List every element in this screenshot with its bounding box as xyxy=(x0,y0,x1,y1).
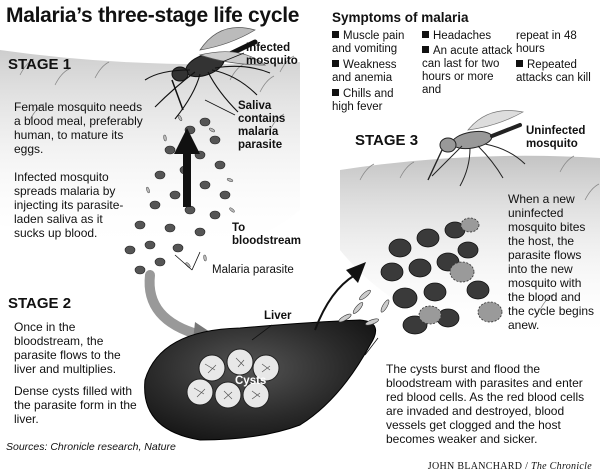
stage3-red-blood-cells xyxy=(380,221,490,335)
stage1-text-spread: Infected mosquito spreads malaria by inj… xyxy=(14,170,124,240)
stage2-text-cysts: Dense cysts filled with the parasite for… xyxy=(14,384,137,426)
malaria-parasite-label: Malaria parasite xyxy=(212,264,294,276)
symptoms-heading: Symptoms of malaria xyxy=(332,10,469,25)
leader-lines xyxy=(174,52,379,356)
symptom-item: Muscle pain and vomiting xyxy=(332,30,405,55)
flow-arrow-to-liver xyxy=(144,270,205,340)
bullet-icon xyxy=(516,60,523,67)
stage3-skin-hairs xyxy=(359,155,600,311)
bullet-icon xyxy=(422,46,429,53)
stage3-text-cysts-burst: The cysts burst and flood the bloodstrea… xyxy=(386,362,585,446)
flow-arrow-to-stage3-head xyxy=(346,262,366,283)
symptom-item: Weakness and anemia xyxy=(332,59,397,84)
bullet-icon xyxy=(332,89,339,96)
stage3-heading: STAGE 3 xyxy=(355,132,419,149)
symptom-item: An acute attack can last for two hours o… xyxy=(422,45,513,96)
stage1-skin xyxy=(0,50,300,252)
stage2-heading: STAGE 2 xyxy=(8,295,72,312)
page-title: Malaria’s three-stage life cycle xyxy=(6,4,300,27)
symptom-item: Repeated attacks can kill xyxy=(516,59,591,84)
liver-cyst-parasites xyxy=(193,357,271,400)
stage2-text-bloodstream: Once in the bloodstream, the parasite fl… xyxy=(14,320,121,376)
up-arrow xyxy=(174,128,200,207)
bullet-icon xyxy=(332,60,339,67)
stage1-heading: STAGE 1 xyxy=(8,56,72,73)
infected-mosquito-drawing xyxy=(144,27,271,120)
bullet-icon xyxy=(422,31,429,38)
cysts-label: Cysts xyxy=(235,375,267,387)
uninfected-mosquito-drawing xyxy=(427,110,526,187)
uninfected-mosquito-label: Uninfected mosquito xyxy=(526,125,586,150)
stage1-skin-hairs xyxy=(19,55,295,131)
burst-parasites xyxy=(338,289,390,326)
stage3-infected-cells xyxy=(418,217,503,325)
symptom-item-continued: repeat in 48 hours xyxy=(516,30,577,55)
credit-line: JOHN BLANCHARD / The Chronicle xyxy=(427,461,592,472)
stage3-text-new-mosquito: When a new uninfected mosquito bites the… xyxy=(508,192,595,332)
bullet-icon xyxy=(332,31,339,38)
stage1-text-blood-meal: Female mosquito needs a blood meal, pref… xyxy=(14,100,143,156)
liver-label: Liver xyxy=(264,310,292,322)
symptom-item: Chills and high fever xyxy=(332,88,394,113)
saliva-label: Saliva contains malaria parasite xyxy=(238,100,286,151)
flow-arrow-to-stage3 xyxy=(314,274,356,331)
infected-mosquito-label: Infected mosquito xyxy=(246,42,298,67)
to-bloodstream-label: To bloodstream xyxy=(232,222,302,247)
symptom-item: Headaches xyxy=(422,30,512,43)
sources-note: Sources: Chronicle research, Nature xyxy=(6,441,176,453)
